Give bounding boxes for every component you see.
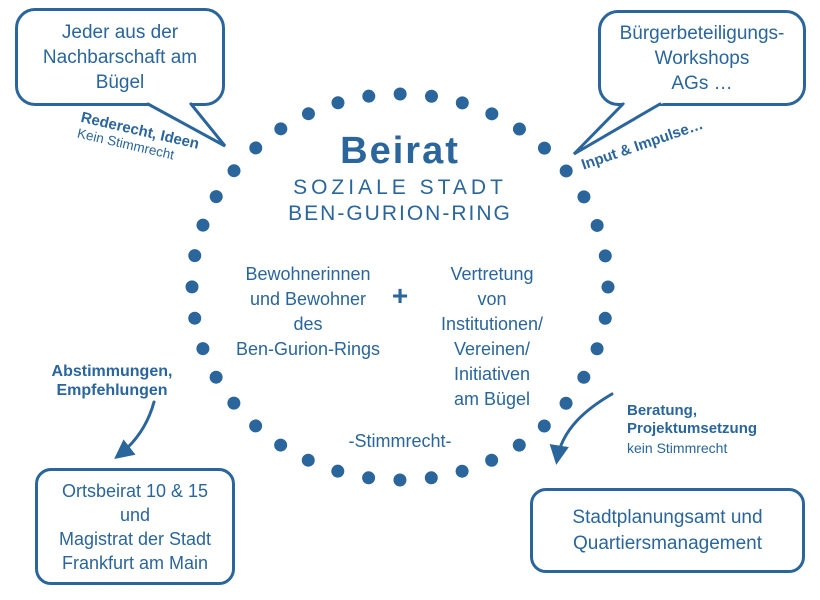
annotation-ortsbeirat-role: Abstimmungen, Empfehlungen (51, 363, 173, 399)
bubble-stadtplanung-text: Stadtplanungsamt und Quartiersmanagement (572, 506, 763, 554)
arrow-to-ortsbeirat-icon (114, 400, 156, 459)
voting-note: -Stimmrecht- (348, 431, 452, 451)
annotation-stadtplanung-role: Beratung, Projektumsetzung kein Stimmrec… (627, 402, 757, 456)
board-subtitle-line2: BEN-GURION-RING (288, 202, 512, 225)
bubble-neighborhood: Jeder aus der Nachbarschaft am Bügel (15, 8, 225, 106)
bubble-workshops-text: Bürgerbeteiligungs- Workshops AGs … (619, 22, 785, 94)
board-subtitle-line1: SOZIALE STADT (293, 176, 507, 199)
annotation-workshops-role: Input & Impulse… (579, 115, 706, 174)
bubble-ortsbeirat: Ortsbeirat 10 & 15 und Magistrat der Sta… (35, 468, 235, 585)
bubble-neighborhood-text: Jeder aus der Nachbarschaft am Bügel (42, 21, 198, 93)
members-institutions: Vertretung von Institutionen/ Vereinen/ … (440, 264, 544, 409)
members-residents: Bewohnerinnen und Bewohner des Ben-Gurio… (235, 264, 381, 359)
board-title: Beirat (340, 130, 460, 172)
annotation-neighborhood-role: Rederecht, Ideen Kein Stimmrecht (76, 109, 201, 167)
bubble-ortsbeirat-text: Ortsbeirat 10 & 15 und Magistrat der Sta… (58, 480, 212, 573)
bubble-stadtplanung: Stadtplanungsamt und Quartiersmanagement (530, 488, 805, 573)
annotation-stadtplanung-role-note: kein Stimmrecht (627, 440, 728, 456)
bubble-workshops: Bürgerbeteiligungs- Workshops AGs … (598, 10, 806, 106)
annotation-stadtplanung-role-bold: Beratung, Projektumsetzung (627, 402, 758, 437)
